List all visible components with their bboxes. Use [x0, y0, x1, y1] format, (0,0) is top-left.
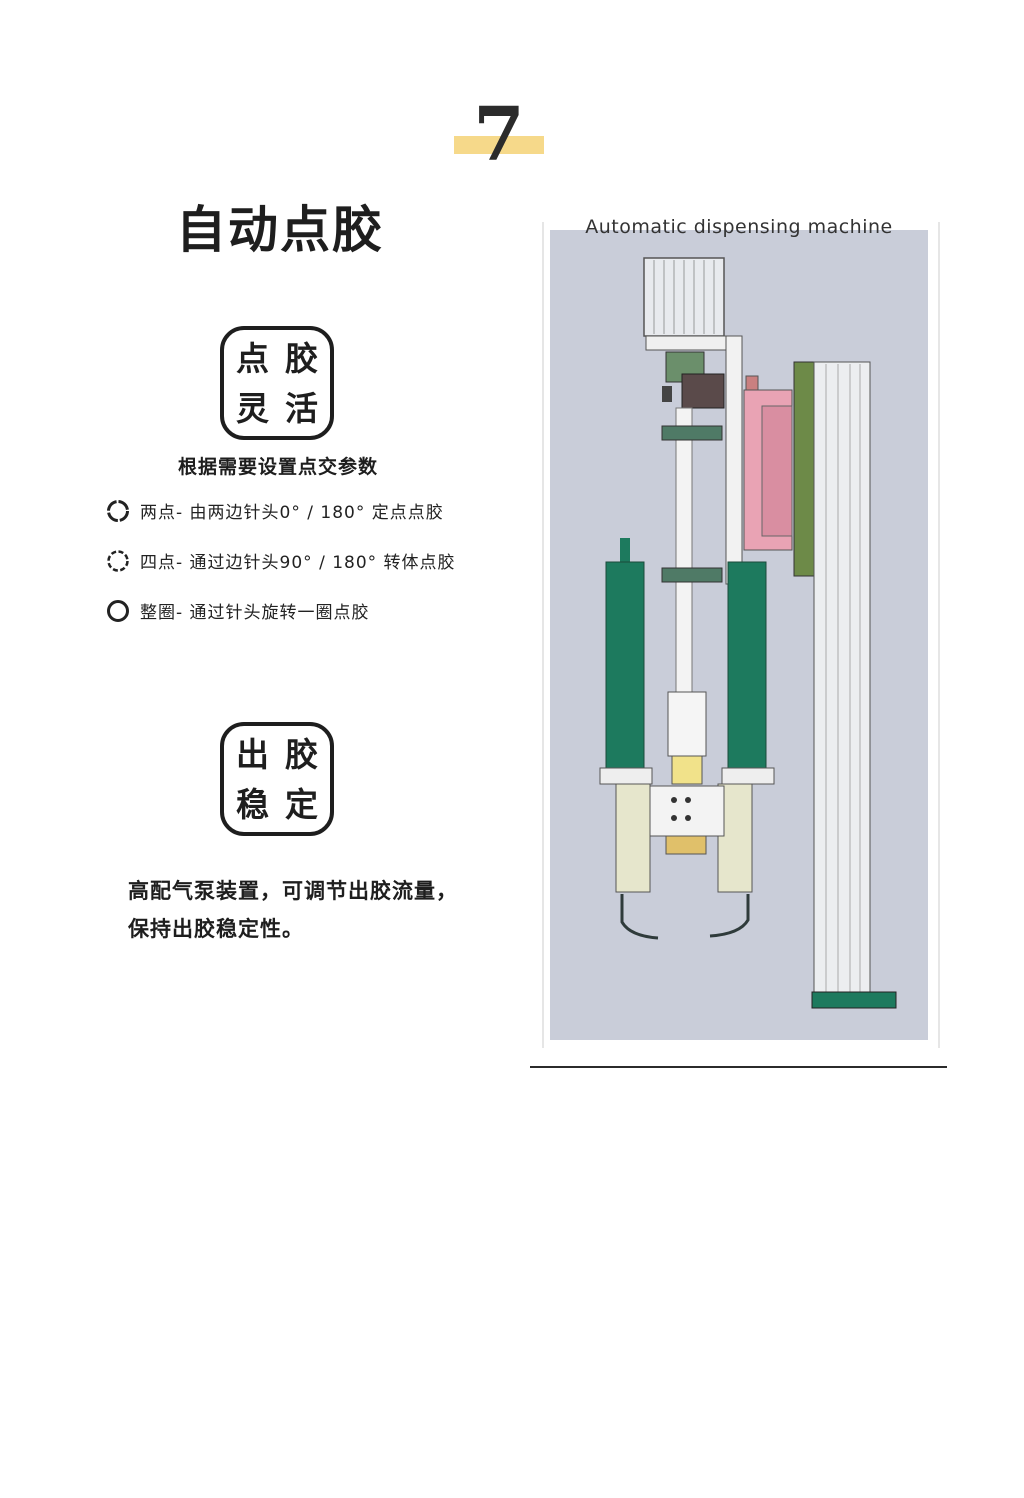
description-line: 保持出胶稳定性。	[128, 917, 304, 941]
divider	[530, 1066, 947, 1068]
badge-char: 点	[236, 339, 269, 378]
option-text: 整圈- 通过针头旋转一圈点胶	[140, 603, 370, 623]
description: 高配气泵装置，可调节出胶流量， 保持出胶稳定性。	[128, 872, 528, 948]
section-number: 7	[473, 92, 525, 178]
badge-flexible-dispensing: 点 胶 灵 活	[220, 326, 334, 440]
badge-char: 灵	[236, 389, 269, 428]
description-line: 高配气泵装置，可调节出胶流量，	[128, 879, 458, 903]
option-two-point: 两点- 由两边针头0° / 180° 定点点胶	[106, 498, 444, 523]
badge-char: 活	[285, 389, 318, 428]
two-point-circle-icon	[107, 499, 129, 522]
badge-char: 出	[236, 735, 269, 774]
badge-char: 胶	[285, 339, 318, 378]
image-caption: Automatic dispensing machine	[585, 216, 893, 238]
badge-stable-output: 出 胶 稳 定	[220, 722, 334, 836]
option-text: 四点- 通过边针头90° / 180° 转体点胶	[140, 553, 456, 573]
section-number-highlight	[454, 136, 544, 154]
option-full-circle: 整圈- 通过针头旋转一圈点胶	[106, 598, 370, 623]
badge-char: 定	[285, 785, 318, 824]
dispensing-machine-illustration	[599, 257, 897, 1009]
section-number-block: 7	[454, 92, 546, 178]
page-title: 自动点胶	[176, 201, 384, 259]
badge-char: 胶	[285, 735, 318, 774]
option-text: 两点- 由两边针头0° / 180° 定点点胶	[140, 503, 444, 523]
full-circle-icon	[107, 599, 129, 622]
machine-diagram	[550, 230, 928, 1040]
badge-char: 稳	[236, 785, 269, 824]
four-point-circle-icon	[107, 549, 129, 572]
option-four-point: 四点- 通过边针头90° / 180° 转体点胶	[106, 548, 456, 573]
params-heading: 根据需要设置点交参数	[178, 456, 379, 478]
